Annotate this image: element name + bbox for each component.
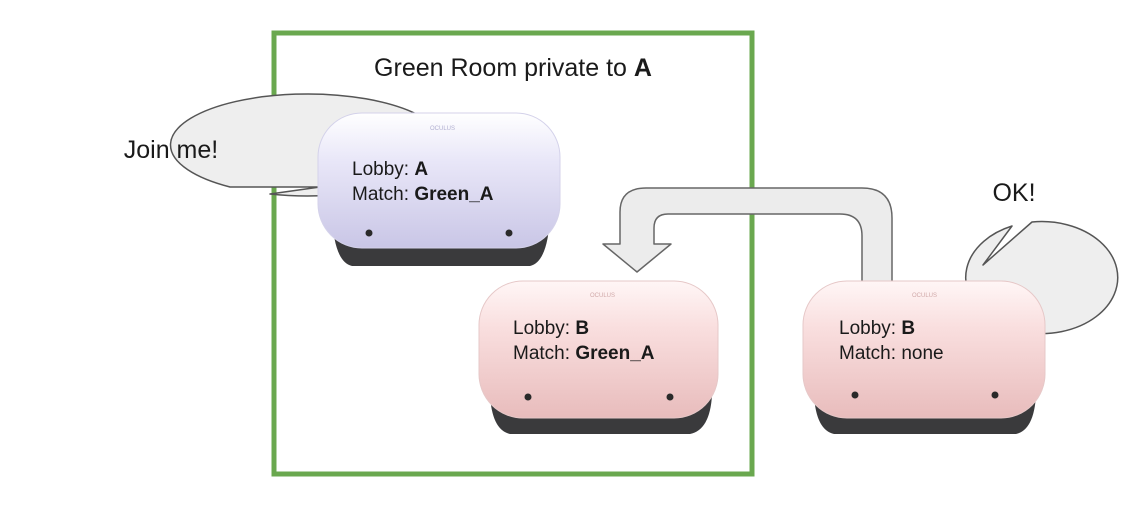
lobby-value: B bbox=[901, 318, 916, 339]
vr-headset-icon: OCULUS bbox=[478, 280, 719, 434]
lobby-line: Lobby: B bbox=[513, 316, 655, 341]
match-value: Green_A bbox=[575, 343, 655, 364]
vr-headset-icon: OCULUS bbox=[802, 280, 1046, 434]
match-line: Match: none bbox=[839, 341, 944, 366]
headset-b-outside-label: Lobby: B Match: none bbox=[839, 316, 944, 366]
match-line: Match: Green_A bbox=[513, 341, 655, 366]
room-title-owner: A bbox=[633, 54, 652, 82]
match-label: Match: bbox=[839, 343, 902, 364]
svg-text:OCULUS: OCULUS bbox=[912, 293, 937, 299]
green-room-border bbox=[271, 30, 755, 477]
lobby-label: Lobby: bbox=[839, 318, 902, 339]
join-me-text: Join me! bbox=[123, 136, 219, 164]
svg-text:OCULUS: OCULUS bbox=[430, 126, 455, 132]
lobby-label: Lobby: bbox=[513, 318, 576, 339]
room-title-prefix: Green Room private to bbox=[374, 54, 634, 82]
lobby-line: Lobby: B bbox=[839, 316, 944, 341]
svg-text:OCULUS: OCULUS bbox=[590, 293, 615, 299]
lobby-value: B bbox=[575, 318, 590, 339]
lobby-line: Lobby: A bbox=[352, 157, 494, 182]
lobby-value: A bbox=[414, 159, 429, 180]
headset-b-room-label: Lobby: B Match: Green_A bbox=[513, 316, 655, 366]
ok-text: OK! bbox=[992, 179, 1036, 207]
match-value: Green_A bbox=[414, 184, 494, 205]
match-line: Match: Green_A bbox=[352, 182, 494, 207]
match-label: Match: bbox=[352, 184, 415, 205]
match-label: Match: bbox=[513, 343, 576, 364]
lobby-label: Lobby: bbox=[352, 159, 415, 180]
headset-a-label: Lobby: A Match: Green_A bbox=[352, 157, 494, 207]
room-title: Green Room private to A bbox=[272, 54, 754, 83]
match-value: none bbox=[901, 343, 944, 364]
curved-arrow-icon bbox=[602, 187, 893, 287]
vr-headset-icon: OCULUS bbox=[317, 112, 561, 266]
